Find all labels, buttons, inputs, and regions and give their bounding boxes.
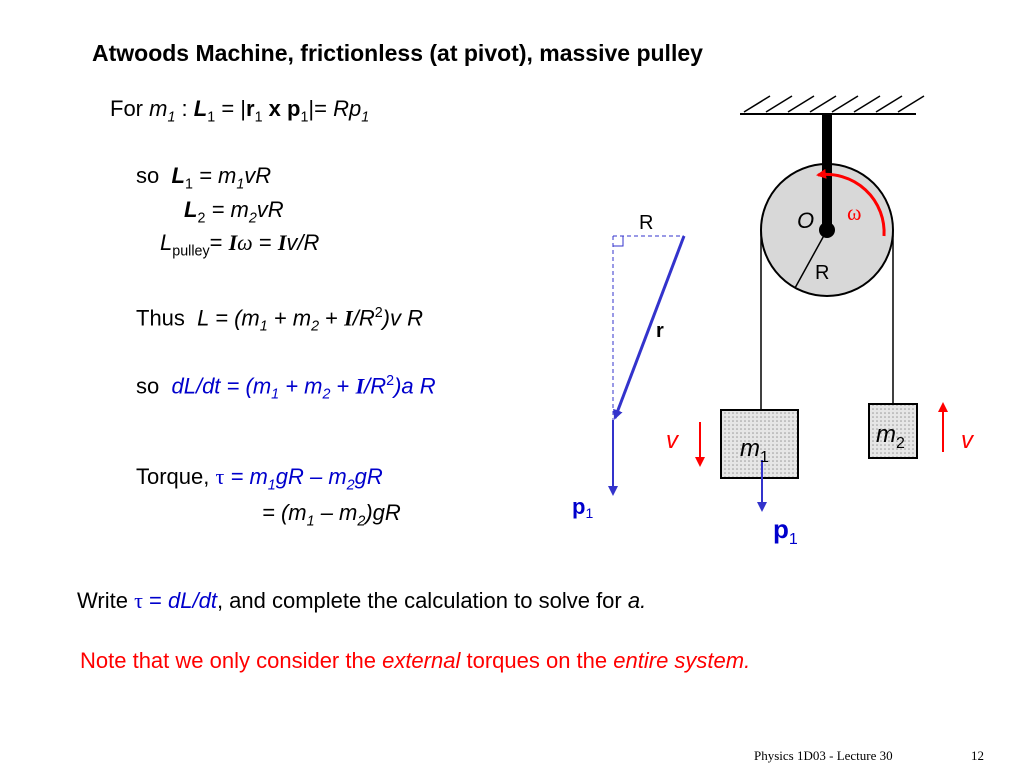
label-R-pulley: R [815,262,829,284]
equation-torque-simplified: = (m1 – m2)gR [262,500,401,530]
omega-arrow [816,168,886,237]
equation-total-L: Thus L = (m1 + m2 + I/R2)v R [136,305,423,335]
label-v-left: v [666,427,680,454]
equation-angular-momentum-m1: For m1 : L1 = |r1 x p1|= Rp1 [110,96,370,126]
equation-L-pulley: Lpulley= Iω = Iv/R [160,230,320,260]
right-angle-mark [613,236,624,247]
footer-lecture: Physics 1D03 - Lecture 30 [754,748,893,763]
label-O: O [797,208,814,233]
pulley-pivot [819,222,835,238]
label-p1-small: p1 [572,494,593,521]
pulley-support-rod [822,114,832,230]
label-m2: m2 [876,421,905,452]
page-title: Atwoods Machine, frictionless (at pivot)… [92,40,703,66]
label-m1: m1 [740,435,769,466]
equation-dLdt: so dL/dt = (m1 + m2 + I/R2)a R [136,373,436,403]
mass-m1-block [720,409,799,479]
footer-page-number: 12 [971,748,984,763]
label-omega: ω [847,200,861,225]
equation-torque: Torque, τ = m1gR – m2gR [136,464,383,494]
label-r: r [656,320,664,342]
ceiling [740,95,925,115]
radius-line [794,229,828,289]
r-vector [613,235,686,420]
label-p1-big: p1 [773,514,798,548]
label-v-right: v [961,427,975,454]
note-text: Note that we only consider the external … [80,648,751,673]
instruction-text: Write τ = dL/dt, and complete the calcul… [77,588,647,613]
label-R-top: R [639,212,653,234]
equation-L1: so L1 = m1vR [136,163,272,193]
mass-m2-block [868,403,918,459]
equation-L2: L2 = m2vR [184,197,284,227]
